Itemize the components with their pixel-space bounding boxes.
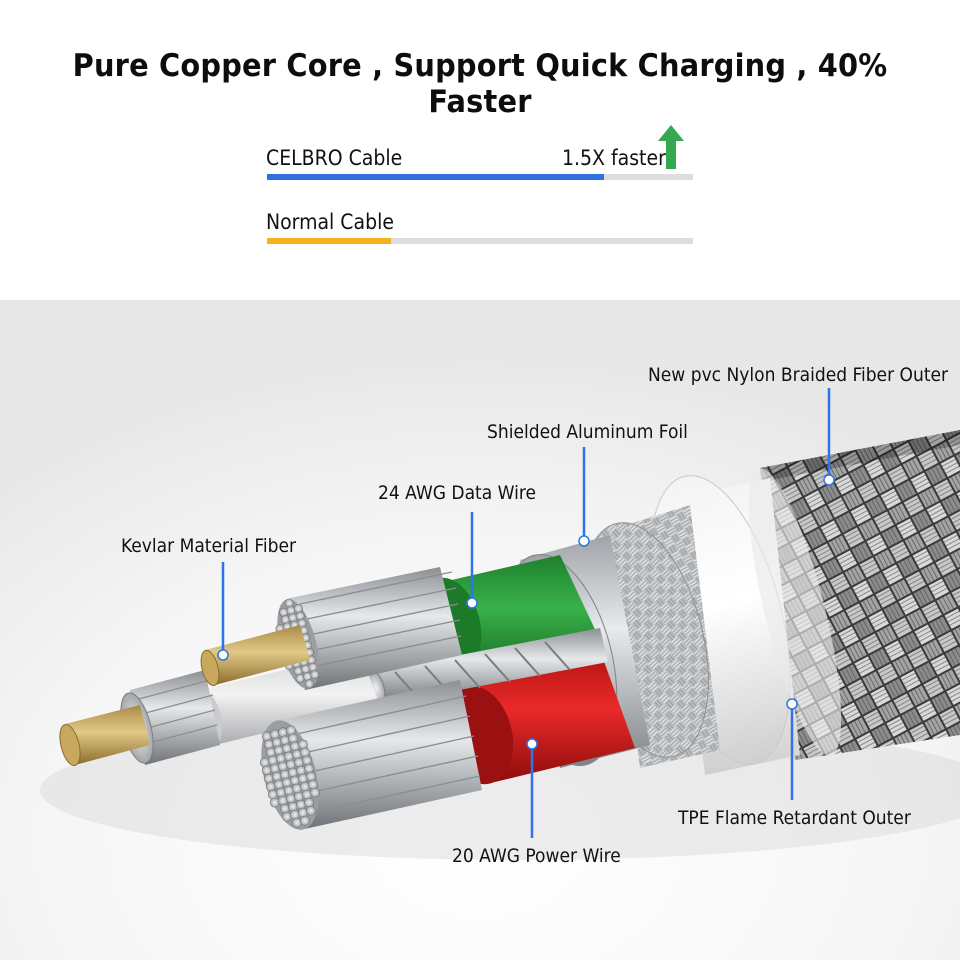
power-strand-end	[292, 783, 302, 794]
power-strand-end	[280, 735, 290, 746]
data-strand-end	[288, 613, 298, 623]
callout-data-wire: 24 AWG Data Wire	[378, 482, 537, 504]
power-strand-end	[279, 769, 290, 780]
power-strand-end	[263, 739, 274, 750]
power-strand-end	[265, 747, 276, 758]
data-strand-end	[304, 679, 314, 689]
power-strand-end	[284, 751, 294, 762]
power-strand-end	[298, 807, 308, 818]
power-strand-end	[288, 801, 298, 812]
power-strand-end	[302, 755, 312, 766]
power-strand-end	[277, 795, 288, 806]
power-strand-end	[263, 773, 274, 784]
power-strand-end	[273, 745, 284, 756]
power-strand-end	[308, 779, 318, 790]
normal-cable-label: Normal Cable	[266, 210, 394, 234]
callout-kevlar-fiber: Kevlar Material Fiber	[121, 535, 297, 557]
callout-dots	[217, 474, 835, 750]
callout-aluminum-foil: Shielded Aluminum Foil	[487, 421, 688, 443]
power-strand-end	[288, 733, 298, 744]
power-strand-end	[294, 757, 304, 768]
power-strand-end	[296, 799, 306, 810]
power-strand-end	[290, 775, 300, 786]
power-strand-end	[267, 755, 278, 766]
data-strand-end	[301, 664, 311, 674]
celbro-progress-fill	[267, 174, 604, 180]
power-strand-end	[298, 739, 308, 750]
data-strand-end	[302, 671, 312, 681]
faster-badge: 1.5X faster	[562, 146, 666, 170]
celbro-cable-label: CELBRO Cable	[266, 146, 403, 170]
power-strand-end	[275, 787, 286, 798]
power-strand-end	[281, 777, 292, 788]
data-strand-end	[284, 598, 294, 608]
power-strand-end	[286, 725, 296, 736]
callout-tpe-outer: TPE Flame Retardant Outer	[678, 807, 911, 829]
data-strand-end	[286, 605, 296, 615]
power-strand-end	[292, 749, 302, 760]
power-strand-end	[290, 741, 300, 752]
power-strand-end	[279, 803, 290, 814]
celbro-progress-track	[267, 174, 693, 180]
kevlar-fiber-upper	[200, 625, 310, 687]
power-strand-end	[294, 791, 304, 802]
power-strand-end	[283, 785, 294, 796]
power-strand-end	[290, 809, 300, 820]
power-strand-end	[304, 763, 314, 774]
power-strand-end	[261, 765, 272, 776]
power-strand-end	[306, 805, 316, 816]
normal-progress-fill	[267, 238, 391, 244]
power-strand-end	[296, 765, 306, 776]
data-strand-end	[293, 666, 303, 676]
power-strand-end	[269, 797, 280, 808]
callout-braided-outer: New pvc Nylon Braided Fiber Outer	[648, 364, 949, 386]
power-strand-end	[300, 747, 310, 758]
power-strand-end	[271, 771, 282, 782]
power-strand-end	[265, 781, 276, 792]
data-strand-end	[293, 604, 303, 614]
power-strand-end	[285, 793, 296, 804]
power-strand-end	[304, 797, 314, 808]
power-strand-end	[288, 767, 298, 778]
data-strand-end	[295, 673, 305, 683]
power-strand-end	[310, 787, 320, 798]
data-strand-end	[295, 611, 305, 621]
kevlar-fiber-lower	[59, 705, 150, 766]
power-strand-end	[277, 761, 288, 772]
power-strand-end	[259, 757, 270, 768]
data-strand-end	[310, 670, 320, 680]
power-strand-end	[278, 727, 288, 738]
power-strand-end	[302, 789, 312, 800]
power-strand-end	[306, 771, 316, 782]
data-strand-end	[280, 615, 290, 625]
callout-power-wire: 20 AWG Power Wire	[452, 845, 621, 867]
power-strand-end	[261, 731, 272, 742]
power-strand-end	[269, 729, 280, 740]
power-strand-end	[300, 815, 310, 826]
power-strand-end	[271, 737, 282, 748]
power-strand-end	[286, 759, 296, 770]
callout-leaders	[221, 388, 831, 838]
data-strand-end	[279, 607, 289, 617]
power-strand-end	[298, 773, 308, 784]
power-strand-end	[300, 781, 310, 792]
normal-progress-track	[267, 238, 693, 244]
data-strand-end	[308, 662, 318, 672]
power-strand-end	[275, 753, 286, 764]
power-strand-end	[273, 779, 284, 790]
power-strand-end	[281, 811, 292, 822]
up-arrow-icon	[658, 125, 684, 169]
power-strand-end	[282, 743, 292, 754]
power-strand-end	[292, 817, 302, 828]
headline: Pure Copper Core , Support Quick Chargin…	[72, 48, 888, 120]
power-strand-end	[267, 789, 278, 800]
power-strand-end	[269, 763, 280, 774]
power-strand-bundle	[259, 680, 482, 830]
